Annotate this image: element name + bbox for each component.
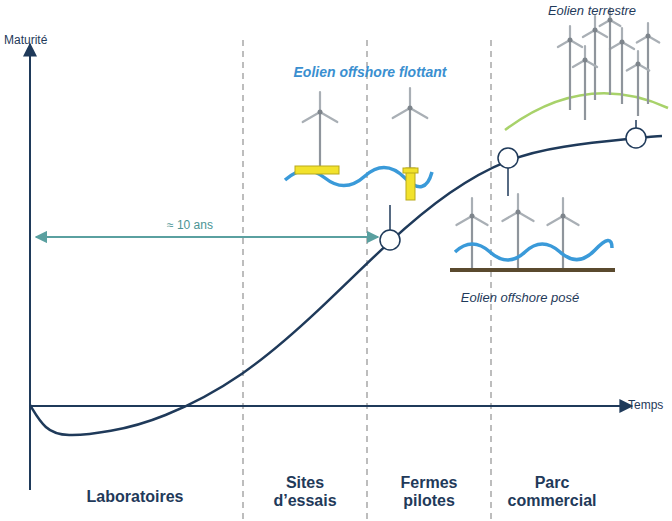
phase-separator — [366, 40, 367, 521]
onshore-turbine — [610, 28, 634, 104]
stage-label: Sites d’essais — [260, 474, 350, 511]
axis-title: Maturité — [4, 34, 74, 48]
y-axis — [29, 44, 31, 490]
duration-arrow — [36, 236, 378, 238]
onshore-turbine — [573, 46, 597, 120]
stage-label: Laboratoires — [65, 488, 205, 506]
maturity-curve — [30, 136, 662, 435]
technology-label: Eolien offshore posé — [440, 291, 600, 306]
fixed-turbine — [456, 198, 487, 270]
terrain-arc — [505, 93, 668, 130]
floating-turbine — [393, 88, 428, 170]
onshore-turbine — [600, 8, 621, 95]
technology-label: Eolien terrestre — [532, 4, 652, 19]
technology-label: Eolien offshore flottant — [275, 64, 465, 80]
stage-label: Fermes pilotes — [384, 474, 474, 511]
stage-label: Parc commercial — [500, 474, 605, 511]
phase-separator — [242, 40, 243, 521]
onshore-turbine — [583, 16, 607, 100]
maturity-marker — [626, 128, 646, 148]
floater-platform — [295, 166, 339, 174]
duration-label: ≈ 10 ans — [150, 219, 230, 233]
phase-separator — [490, 40, 491, 521]
floating-turbine — [303, 92, 338, 170]
sea-wave — [455, 240, 612, 260]
maturity-marker — [498, 148, 518, 168]
seabed — [450, 268, 615, 272]
x-axis — [30, 405, 632, 407]
axis-title: Temps — [628, 399, 668, 413]
floater-spar-top — [403, 168, 418, 173]
maturity-marker — [380, 230, 400, 250]
onshore-turbine — [558, 26, 582, 110]
onshore-turbine — [627, 51, 650, 116]
